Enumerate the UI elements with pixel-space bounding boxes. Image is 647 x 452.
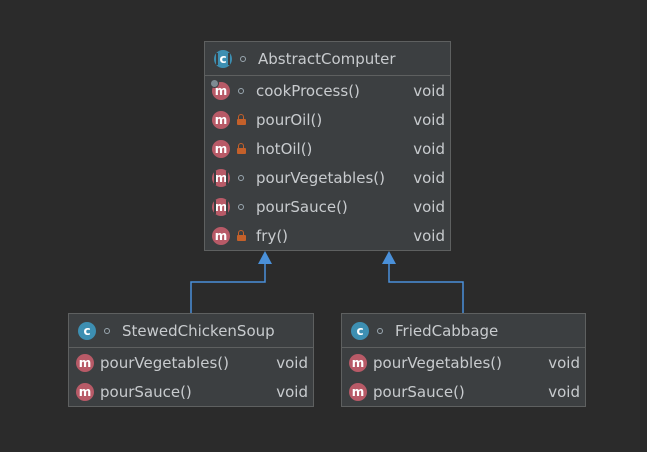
method-row[interactable]: m pourSauce() void [342,377,585,406]
method-name: cookProcess() [256,81,360,100]
method-icon: m [210,78,230,100]
method-return-type: void [548,382,580,401]
method-return-type: void [413,226,445,245]
class-fried-cabbage[interactable]: c FriedCabbage m pourVegetables() void m… [341,313,586,407]
method-name: pourSauce() [256,197,348,216]
method-icon: m [76,353,94,372]
method-row[interactable]: m hotOil() void [205,134,450,163]
method-name: pourSauce() [100,382,192,401]
method-row[interactable]: m cookProcess() void [205,76,450,105]
method-name: pourOil() [256,110,323,129]
method-return-type: void [413,81,445,100]
public-visibility-icon [232,203,250,210]
method-icon: m [76,382,94,401]
method-name: hotOil() [256,139,313,158]
method-return-type: void [413,139,445,158]
public-visibility-icon [98,327,116,334]
method-row[interactable]: m fry() void [205,221,450,250]
method-return-type: void [276,382,308,401]
method-icon: m [349,353,367,372]
method-row[interactable]: m pourOil() void [205,105,450,134]
method-name: pourVegetables() [373,353,502,372]
inheritance-arrowhead [382,251,396,264]
method-row[interactable]: m pourVegetables() void [69,348,313,377]
class-icon: c [78,321,96,340]
abstract-class-icon: c [214,49,232,68]
public-visibility-icon [232,174,250,181]
public-visibility-icon [371,327,389,334]
private-lock-icon [232,114,250,125]
method-row[interactable]: m pourVegetables() void [342,348,585,377]
method-icon: m [212,226,230,245]
method-icon: m [212,139,230,158]
method-row[interactable]: m pourSauce() void [205,192,450,221]
abstract-method-icon: m [212,168,230,187]
class-name: StewedChickenSoup [122,321,275,340]
class-name: FriedCabbage [395,321,499,340]
public-visibility-icon [232,87,250,94]
class-header: c AbstractComputer [205,42,450,76]
method-row[interactable]: m pourSauce() void [69,377,313,406]
edge-stewedchickensoup-to-abstractcomputer [190,262,266,313]
class-icon: c [351,321,369,340]
class-abstract-computer[interactable]: c AbstractComputer m cookProcess() void … [204,41,451,251]
edge-friedcabbage-to-abstractcomputer [388,262,464,313]
public-visibility-icon [234,55,252,62]
inheritance-arrowhead [258,251,272,264]
class-name: AbstractComputer [258,49,396,68]
override-marker-icon [210,78,219,88]
abstract-method-icon: m [212,197,230,216]
method-return-type: void [276,353,308,372]
class-stewed-chicken-soup[interactable]: c StewedChickenSoup m pourVegetables() v… [68,313,314,407]
method-icon: m [212,110,230,129]
method-row[interactable]: m pourVegetables() void [205,163,450,192]
method-name: pourVegetables() [100,353,229,372]
method-return-type: void [548,353,580,372]
private-lock-icon [232,230,250,241]
method-return-type: void [413,168,445,187]
private-lock-icon [232,143,250,154]
class-header: c StewedChickenSoup [69,314,313,348]
method-icon: m [349,382,367,401]
class-header: c FriedCabbage [342,314,585,348]
method-return-type: void [413,110,445,129]
method-name: pourVegetables() [256,168,385,187]
method-name: pourSauce() [373,382,465,401]
method-return-type: void [413,197,445,216]
method-name: fry() [256,226,289,245]
